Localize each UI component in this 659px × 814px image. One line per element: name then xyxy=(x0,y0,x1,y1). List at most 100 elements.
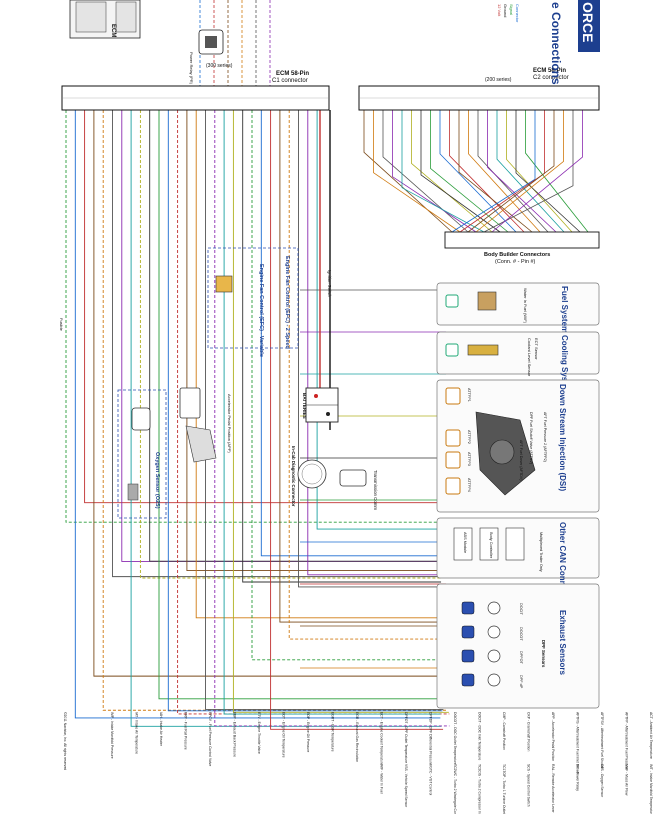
wire xyxy=(373,110,461,233)
dsi-connector-label: ATTFP3 xyxy=(467,452,471,466)
wire xyxy=(363,110,453,233)
wire xyxy=(307,110,448,576)
power-relay: Power Relay (PR) xyxy=(189,29,224,85)
wire xyxy=(382,110,469,233)
exhaust-sensor-probe xyxy=(487,649,501,663)
legend-entry: IAH - Intake Air Heater xyxy=(159,712,163,747)
wire xyxy=(420,110,501,233)
wire xyxy=(139,110,441,579)
wire xyxy=(411,110,493,233)
exhaust-sensor-label: DPFOT xyxy=(519,651,523,665)
o2s-label: Oxygen Sensor (O2S) xyxy=(154,452,160,509)
wire xyxy=(475,110,564,233)
legend-entry: VSS - Vehicle Speed Sensor xyxy=(404,764,408,808)
exhaust-title: Exhaust Sensors xyxy=(558,610,567,675)
header-note: 12 Volt xyxy=(497,4,502,17)
legend-entry: DOCIT - DOC Inlet Temperature xyxy=(478,712,482,760)
dsi-connector-label: ATTFP4 xyxy=(467,478,471,492)
fuel-item: Water In Fuel (WIF) xyxy=(523,288,528,324)
legend-entry: O2S - Oxygen Sensor xyxy=(600,764,604,798)
transmission-comm: Transmission Comm xyxy=(339,469,378,510)
panel-other-can: Other CAN Connections ABS Module Body Co… xyxy=(436,517,600,614)
ecm-c2-connector: (200 series) ECM 58-Pin C2 connector xyxy=(358,68,600,111)
can-title: Other CAN Connections xyxy=(558,522,567,614)
relay-label: Power Relay (PR) xyxy=(189,52,194,85)
wire xyxy=(232,110,449,713)
legend-entry: IMP - Intake Manifold Pressure xyxy=(110,712,114,759)
c1-subtitle: C1 connector xyxy=(272,78,308,84)
ecm-c1-connector: (300 series) ECM 58-Pin C1 connector xyxy=(61,63,330,111)
wire xyxy=(242,110,442,583)
legend-entry: SCS - Speed Control Switch xyxy=(527,764,531,807)
legend-entry: ETV - Engine Throttle Valve xyxy=(257,712,261,754)
legend-entry: WIF - Water In Fuel xyxy=(380,764,384,794)
legend-entry: EBP - Exhaust Back Pressure xyxy=(233,712,237,757)
legend-entry: EGR - Exhaust Gas Recirculation xyxy=(355,712,359,762)
copyright: ©2011 Navistar, Inc. All rights reserved xyxy=(63,712,67,770)
ignition-switch: Ignition Switch xyxy=(327,270,332,298)
header-note: Signal xyxy=(509,4,514,15)
dsi-connector xyxy=(445,429,461,447)
dsi-title: Down Stream Injection (DSI) xyxy=(558,384,567,491)
panel-exhaust: Exhaust Sensors DPF Sensors DOCITDOCOTDP… xyxy=(436,583,600,709)
trans-label: Transmission Comm xyxy=(373,470,378,510)
wire xyxy=(458,110,533,233)
legend-entry: DPFOT - DPF Outlet Temperature xyxy=(404,712,408,763)
wire xyxy=(439,110,517,233)
wire xyxy=(506,110,573,233)
wire xyxy=(298,110,446,588)
dsi-connector-label: ATTFP2 xyxy=(467,430,471,444)
wire xyxy=(93,110,446,677)
wire xyxy=(270,110,444,730)
c1-series: (300 series) xyxy=(206,63,233,69)
wire xyxy=(74,110,441,719)
cooling-item-1: ECT Sensor xyxy=(534,338,539,360)
diagnostic-connector: In-Cab Diagnostic Connector xyxy=(291,446,327,507)
wire xyxy=(102,110,448,711)
can-item-body: Body Controller xyxy=(489,532,493,559)
legend-entry: AFTFIS - Aftertreatment Fuel Inlet Senso… xyxy=(576,712,580,775)
legend-entry: DPFDP - DPF Differential Pressure xyxy=(429,712,433,765)
wire xyxy=(477,110,549,233)
legend-entry: FRP - Fuel Rail Pressure xyxy=(184,712,188,750)
exhaust-sensor-plug xyxy=(461,673,475,687)
wire xyxy=(279,110,448,623)
legend-entry: AFTFP - Aftertreatment Fuel Pressure xyxy=(625,712,629,769)
accelerator-pedal: Accelerator Pedal Position (APP) xyxy=(179,387,232,463)
can-item-abs: ABS Module xyxy=(463,532,467,553)
can-item-trailer: Multiplexed Trailer Only xyxy=(539,532,543,572)
wire xyxy=(223,110,441,715)
legend-entry: TC2WC - Turbo 2 Wastegate Control xyxy=(453,764,457,814)
panel-fuel-system: Fuel System Water In Fuel (WIF) xyxy=(436,282,600,333)
batteries: BATTERIES xyxy=(302,387,339,423)
wire xyxy=(158,110,443,700)
app-label: Accelerator Pedal Position (APP) xyxy=(227,394,232,453)
wire xyxy=(186,110,447,571)
body-builder-subtitle: (Conn. # - Pin #) xyxy=(495,259,536,265)
wire xyxy=(449,110,525,233)
exhaust-subtitle: DPF Sensors xyxy=(541,640,546,668)
wire xyxy=(288,110,445,640)
exhaust-sensor-plug xyxy=(461,601,475,615)
wire xyxy=(84,110,441,504)
wire xyxy=(525,110,589,233)
legend-entry: AFTFSV - Aftertreatment Fuel Shutoff xyxy=(600,712,604,769)
legend-entry: EOT - Engine Oil Temperature xyxy=(282,712,286,758)
exhaust-sensor-probe xyxy=(487,625,501,639)
diag-label: In-Cab Diagnostic Connector xyxy=(291,446,296,507)
wire xyxy=(468,110,541,233)
wire xyxy=(149,110,442,562)
wire xyxy=(430,110,509,233)
body-builder-title: Body Builder Connectors xyxy=(484,252,550,258)
legend-entry: PR - Power Relay xyxy=(576,764,580,791)
header-note: Ground xyxy=(503,4,508,17)
c2-title: ECM 58-Pin xyxy=(533,68,566,74)
dsi-connector xyxy=(445,477,461,495)
legend-entry: IMT - Intake Manifold Temperature xyxy=(649,764,653,814)
wire xyxy=(467,110,555,233)
